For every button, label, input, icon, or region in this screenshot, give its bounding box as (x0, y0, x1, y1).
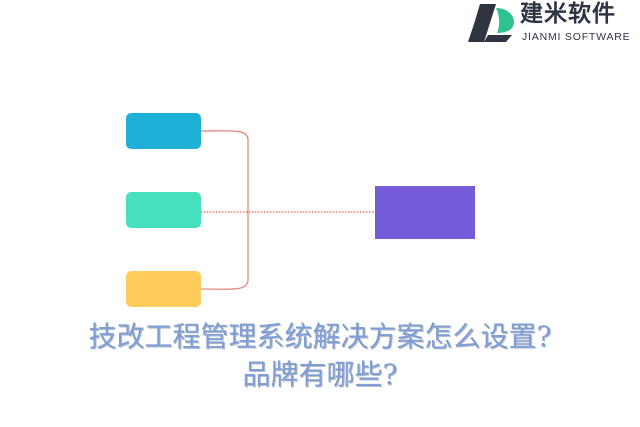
diagram-box-blue (126, 113, 201, 149)
diagram-box-yellow (126, 271, 201, 307)
brand-logo: 建米软件 JIANMI SOFTWARE (466, 0, 640, 46)
page-title: 技改工程管理系统解决方案怎么设置? 品牌有哪些? (20, 318, 620, 394)
brand-name-en: JIANMI SOFTWARE (522, 31, 631, 43)
title-line-1: 技改工程管理系统解决方案怎么设置? (88, 320, 552, 353)
bracket-connector (200, 130, 249, 290)
diagram-target-box (375, 186, 475, 239)
jianmi-logo-icon (468, 4, 514, 42)
diagram-box-teal (126, 192, 201, 228)
title-line-2: 品牌有哪些? (242, 358, 398, 391)
brand-name-cn: 建米软件 (520, 1, 616, 27)
